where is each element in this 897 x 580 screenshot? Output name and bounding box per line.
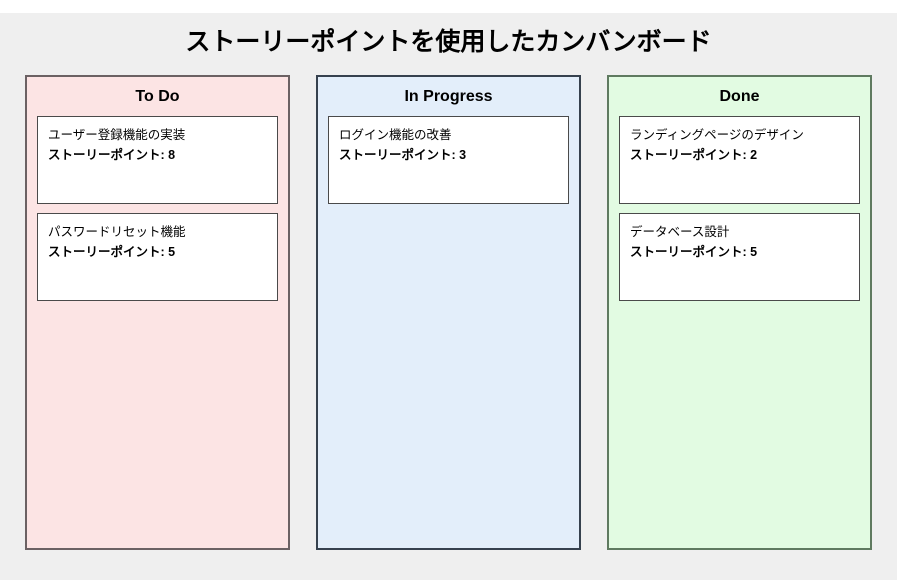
kanban-columns: To Do ユーザー登録機能の実装 ストーリーポイント: 8 パスワードリセット… [25,75,872,550]
column-header-todo: To Do [135,88,180,105]
card-story-points: ストーリーポイント: 2 [630,148,758,162]
card-title: パスワードリセット機能 [48,225,186,239]
kanban-column-done[interactable]: Done ランディングページのデザイン ストーリーポイント: 2 データベース設… [607,75,872,550]
card-title: データベース設計 [630,225,730,239]
page-title: ストーリーポイントを使用したカンバンボード [185,28,712,56]
card-title: ユーザー登録機能の実装 [48,128,186,142]
card-list-in-progress: ログイン機能の改善 ストーリーポイント: 3 [318,116,579,548]
kanban-column-todo[interactable]: To Do ユーザー登録機能の実装 ストーリーポイント: 8 パスワードリセット… [25,75,290,550]
kanban-card[interactable]: ログイン機能の改善 ストーリーポイント: 3 [328,116,569,204]
kanban-card[interactable]: ランディングページのデザイン ストーリーポイント: 2 [619,116,860,204]
card-story-points: ストーリーポイント: 8 [48,148,176,162]
kanban-card[interactable]: データベース設計 ストーリーポイント: 5 [619,213,860,301]
card-title: ログイン機能の改善 [339,128,452,142]
column-header-in-progress: In Progress [404,88,493,105]
column-header-done: Done [719,88,760,105]
kanban-page: ストーリーポイントを使用したカンバンボード To Do ユーザー登録機能の実装 … [0,13,897,580]
kanban-card[interactable]: パスワードリセット機能 ストーリーポイント: 5 [37,213,278,301]
kanban-card[interactable]: ユーザー登録機能の実装 ストーリーポイント: 8 [37,116,278,204]
card-list-todo: ユーザー登録機能の実装 ストーリーポイント: 8 パスワードリセット機能 ストー… [27,116,288,548]
card-list-done: ランディングページのデザイン ストーリーポイント: 2 データベース設計 ストー… [609,116,870,548]
card-story-points: ストーリーポイント: 5 [630,245,758,259]
card-story-points: ストーリーポイント: 5 [48,245,176,259]
card-story-points: ストーリーポイント: 3 [339,148,467,162]
kanban-column-in-progress[interactable]: In Progress ログイン機能の改善 ストーリーポイント: 3 [316,75,581,550]
card-title: ランディングページのデザイン [630,128,804,142]
